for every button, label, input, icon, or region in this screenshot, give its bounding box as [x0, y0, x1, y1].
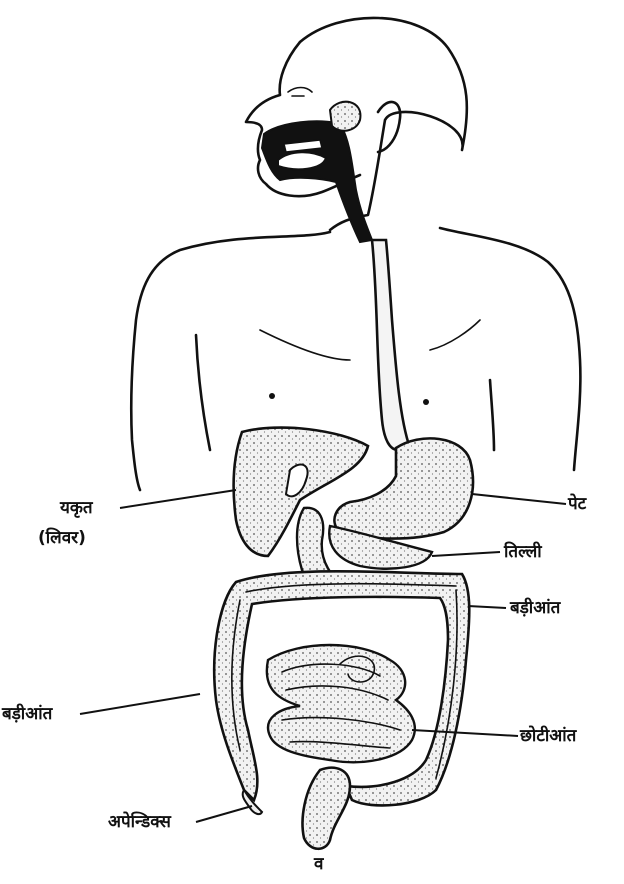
label-small-intestine: छोटीआंत — [520, 728, 576, 745]
label-liver: यकृत — [60, 500, 93, 517]
eye-icon — [288, 88, 312, 97]
chest-line — [260, 320, 480, 360]
oral-cavity — [262, 121, 372, 242]
label-large-intestine-right: बड़ीआंत — [510, 600, 560, 617]
liver-leader-line — [120, 490, 236, 508]
large-intestine-left-leader-line — [80, 694, 200, 714]
appendix-leader-line — [196, 806, 252, 822]
label-large-intestine-left: बड़ीआंत — [2, 706, 52, 723]
left-arm-line — [196, 335, 210, 450]
right-arm-line — [490, 380, 494, 450]
label-liver-sub: (लिवर) — [38, 530, 86, 547]
right-nipple — [423, 399, 429, 405]
label-stomach: पेट — [568, 496, 586, 513]
left-nipple — [269, 393, 275, 399]
torso-outline-right — [440, 228, 580, 470]
stomach-leader-line — [472, 494, 566, 504]
spleen-leader-line — [432, 552, 500, 556]
label-spleen: तिल्ली — [504, 544, 542, 561]
label-appendix: अपेन्डिक्स — [108, 814, 171, 831]
esophagus — [372, 240, 410, 450]
salivary-gland — [330, 102, 360, 131]
large-intestine-right-leader-line — [468, 606, 506, 608]
small-intestine-leader-line — [412, 730, 518, 736]
label-rectum: व — [314, 856, 323, 873]
rectum — [303, 768, 350, 849]
